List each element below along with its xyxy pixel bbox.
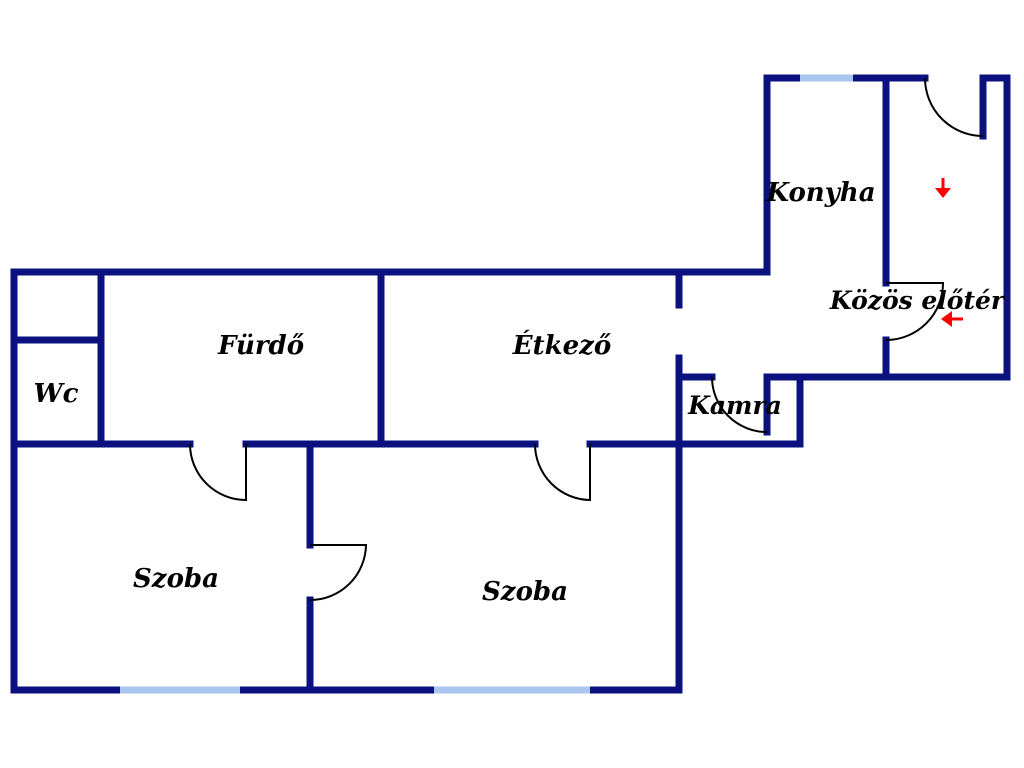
door-bath	[189, 443, 247, 502]
arrow-down-icon	[935, 178, 951, 198]
room-label-kozos-eloter: Közös előtér	[829, 286, 1006, 315]
room-label-szoba-left: Szoba	[133, 564, 219, 594]
room-label-wc: Wc	[33, 379, 78, 409]
windows	[120, 74, 853, 694]
door-kamra	[711, 376, 768, 433]
doors	[189, 77, 984, 601]
walls	[10, 74, 1011, 694]
room-label-kamra: Kamra	[687, 391, 782, 420]
room-labels: Wc Fürdő Étkező Konyha Közös előtér Kamr…	[33, 178, 1005, 607]
arrows	[935, 178, 963, 327]
door-hall-kitchen	[885, 282, 945, 341]
room-label-szoba-middle: Szoba	[482, 577, 568, 607]
door-entrance	[924, 77, 984, 137]
room-label-etkezo: Étkező	[512, 329, 612, 361]
door-bedrooms	[309, 544, 368, 601]
arrow-left-icon	[941, 311, 963, 327]
room-label-konyha: Konyha	[765, 178, 875, 208]
door-dining	[534, 443, 591, 502]
room-label-furdo: Fürdő	[217, 331, 304, 361]
